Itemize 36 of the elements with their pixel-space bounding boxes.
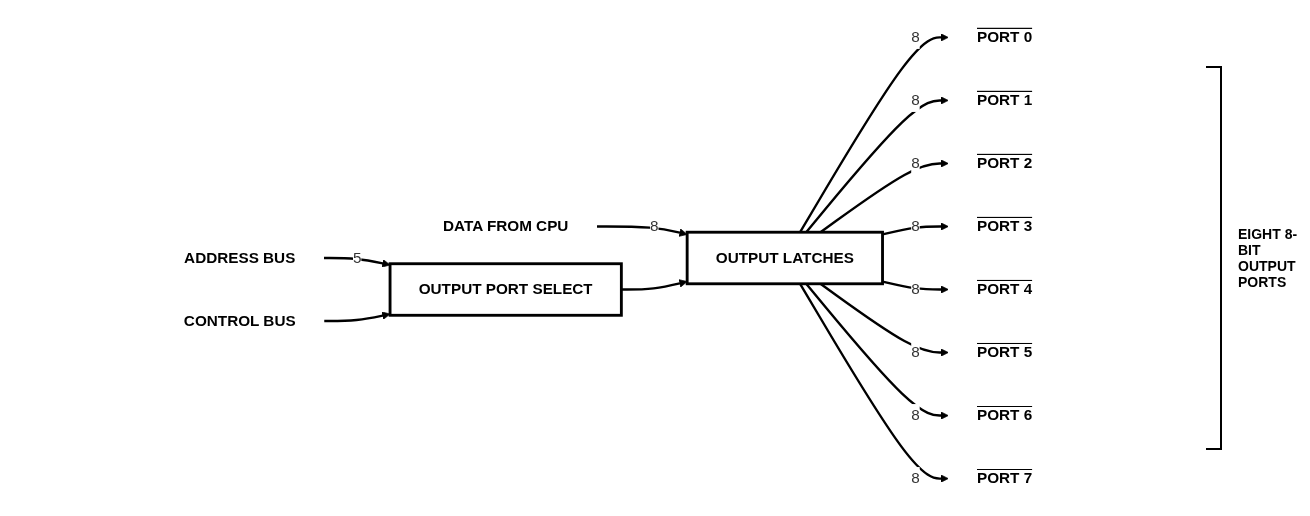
node-text: PORT 3 [976, 217, 1033, 235]
node-text: PORT 5 [976, 343, 1033, 361]
node-box: OUTPUT PORT SELECT [388, 262, 623, 317]
node-text: ADDRESS BUS [184, 249, 296, 266]
node-text: PORT 6 [976, 406, 1033, 424]
arrow [799, 33, 949, 233]
node-box: OUTPUT LATCHES [685, 230, 884, 286]
edge-label: 8 [911, 217, 920, 235]
edge-label: 8 [911, 280, 920, 298]
edge-label: 8 [911, 91, 920, 109]
edge-label: 8 [911, 154, 920, 172]
edge-label: 8 [911, 406, 920, 424]
arrow [805, 96, 949, 233]
node-text: PORT 2 [976, 154, 1033, 172]
arrow [882, 280, 949, 294]
arrow [621, 279, 688, 291]
edge-label: 8 [650, 217, 659, 235]
arrow [324, 311, 391, 323]
arrow [882, 222, 949, 236]
edge-label: 8 [911, 469, 920, 487]
node-text: PORT 7 [976, 469, 1033, 487]
arrow [819, 159, 949, 234]
node-text: DATA FROM CPU [443, 217, 569, 235]
node-text: PORT 1 [976, 91, 1033, 109]
arrow [819, 282, 949, 357]
node-text: CONTROL BUS [183, 312, 296, 329]
arrow [799, 283, 949, 483]
arrow [324, 256, 391, 268]
arrow [597, 225, 688, 237]
node-text: PORT 0 [976, 28, 1033, 46]
edge-label: 8 [911, 28, 920, 46]
arrow [805, 283, 949, 420]
edge-label: 5 [352, 249, 362, 266]
group-label: EIGHT 8-BIT OUTPUT PORTS [1238, 226, 1299, 290]
edge-label: 8 [911, 343, 920, 361]
node-text: PORT 4 [976, 280, 1033, 298]
